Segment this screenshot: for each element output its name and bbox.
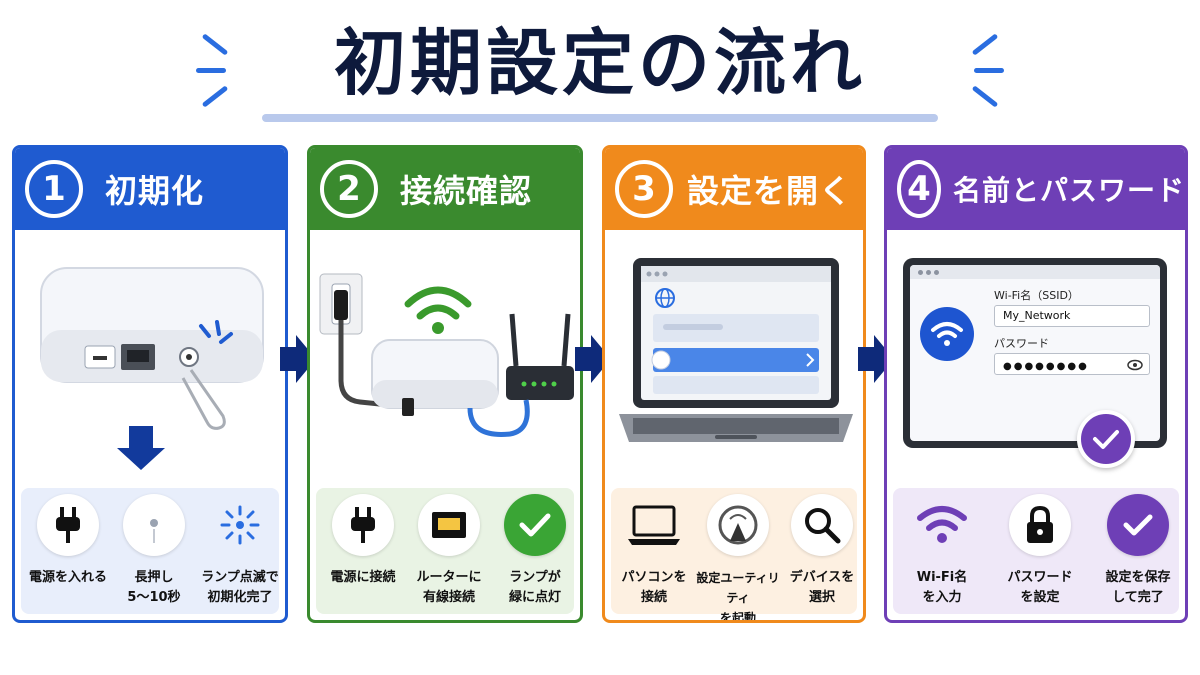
wired-connection-illustration xyxy=(319,273,574,437)
substep-3-3: デバイスを 選択 xyxy=(777,494,863,608)
power-plug-icon xyxy=(37,494,99,556)
router-reset-illustration xyxy=(40,267,264,470)
substep-label: 長押し 5〜10秒 xyxy=(127,570,181,605)
substep-label: 電源に接続 xyxy=(330,570,396,585)
laptop-icon xyxy=(623,494,685,556)
step-substeps-3: パソコンを 接続 設定ユーティリティ を起動 デバイスを 選択 xyxy=(609,488,857,620)
step-header-4: 4 名前とパスワード xyxy=(887,148,1185,230)
substep-label: Wi-Fi名 を入力 xyxy=(916,570,968,605)
step-number-1: 1 xyxy=(25,160,83,218)
power-plug-icon xyxy=(332,494,394,556)
step-panel-4: 4 名前とパスワード Wi-Fi名（SSID） My_Network パスワード… xyxy=(884,145,1188,623)
password-dots: ●●●●●●●● xyxy=(1003,361,1089,372)
substep-label: ランプが 緑に点灯 xyxy=(508,570,561,605)
substep-4-3: 設定を保存 して完了 xyxy=(1093,494,1183,608)
step-panel-1: 1 初期化 電源を入れる xyxy=(12,145,288,623)
substep-2-2: ルーターに 有線接続 xyxy=(404,494,494,608)
step-number-4: 4 xyxy=(897,160,941,218)
step-illustration-1 xyxy=(15,230,285,488)
step-substeps-2: 電源に接続 ルーターに 有線接続 ランプが 緑に点灯 xyxy=(316,488,574,614)
substep-1-3: ランプ点滅で 初期化完了 xyxy=(195,494,285,608)
substep-2-1: 電源に接続 xyxy=(318,494,408,588)
step-illustration-2 xyxy=(310,230,580,488)
step-substeps-4: Wi-Fi名 を入力 パスワード を設定 設定を保存 して完了 xyxy=(893,488,1179,614)
check-icon xyxy=(504,494,566,556)
step-title-2: 接続確認 xyxy=(400,172,533,210)
lock-icon xyxy=(1009,494,1071,556)
step-panel-3: 3 設定を開く パソコンを xyxy=(602,145,866,623)
substep-label: パスワード を設定 xyxy=(1007,570,1073,605)
utility-app-icon xyxy=(707,494,769,556)
step-substeps-1: 電源を入れる 長押し 5〜10秒 ランプ点滅で 初期化完了 xyxy=(21,488,279,614)
magnifier-icon xyxy=(791,494,853,556)
substep-label: 設定ユーティリティ を起動 xyxy=(696,571,780,623)
flow-arrow-2 xyxy=(575,335,611,383)
substep-3-2: 設定ユーティリティ を起動 xyxy=(693,494,783,623)
substep-label: デバイスを 選択 xyxy=(789,570,855,605)
title-underline xyxy=(262,114,938,122)
step-title-1: 初期化 xyxy=(105,172,205,210)
flow-arrow-3 xyxy=(858,335,894,383)
ssid-input[interactable]: My_Network xyxy=(994,305,1150,327)
substep-4-1: Wi-Fi名 を入力 xyxy=(897,494,987,608)
step-illustration-3 xyxy=(605,230,863,488)
substep-label: パソコンを 接続 xyxy=(621,570,687,605)
blinking-lamp-icon xyxy=(209,494,271,556)
step-title-3: 設定を開く xyxy=(687,172,853,210)
wifi-icon xyxy=(911,494,973,556)
step-number-2: 2 xyxy=(320,160,378,218)
step-panel-2: 2 接続確認 xyxy=(307,145,583,623)
step-header-2: 2 接続確認 xyxy=(310,148,580,230)
flow-arrow-1 xyxy=(280,335,316,383)
wifi-badge xyxy=(920,307,974,361)
password-input[interactable]: ●●●●●●●● xyxy=(994,353,1150,375)
step-header-3: 3 設定を開く xyxy=(605,148,863,230)
check-icon xyxy=(1107,494,1169,556)
substep-label: 電源を入れる xyxy=(28,570,107,585)
wifi-icon xyxy=(931,322,963,346)
password-label: パスワード xyxy=(994,337,1049,350)
title-spark-right-2 xyxy=(974,68,1004,73)
step-header-1: 1 初期化 xyxy=(15,148,285,230)
lan-port-icon xyxy=(418,494,480,556)
step-title-4: 名前とパスワード xyxy=(952,174,1185,207)
substep-4-2: パスワード を設定 xyxy=(995,494,1085,608)
step-illustration-4: Wi-Fi名（SSID） My_Network パスワード ●●●●●●●● xyxy=(887,230,1185,488)
substep-label: ルーターに 有線接続 xyxy=(416,570,482,605)
substep-3-1: パソコンを 接続 xyxy=(609,494,699,608)
substep-2-3: ランプが 緑に点灯 xyxy=(490,494,580,608)
step-number-3: 3 xyxy=(615,160,673,218)
substep-label: 設定を保存 して完了 xyxy=(1105,570,1171,605)
complete-check-icon xyxy=(1077,410,1135,468)
reset-button-icon xyxy=(123,494,185,556)
substep-label: ランプ点滅で 初期化完了 xyxy=(201,570,279,605)
laptop-settings-illustration xyxy=(619,258,853,442)
title-spark-left-2 xyxy=(196,68,226,73)
substep-1-2: 長押し 5〜10秒 xyxy=(109,494,199,608)
title-area: 初期設定の流れ xyxy=(0,0,1200,130)
ssid-label: Wi-Fi名（SSID） xyxy=(994,289,1079,302)
page-title: 初期設定の流れ xyxy=(333,21,866,105)
substep-1-1: 電源を入れる xyxy=(23,494,113,588)
eye-icon[interactable] xyxy=(1127,359,1143,371)
